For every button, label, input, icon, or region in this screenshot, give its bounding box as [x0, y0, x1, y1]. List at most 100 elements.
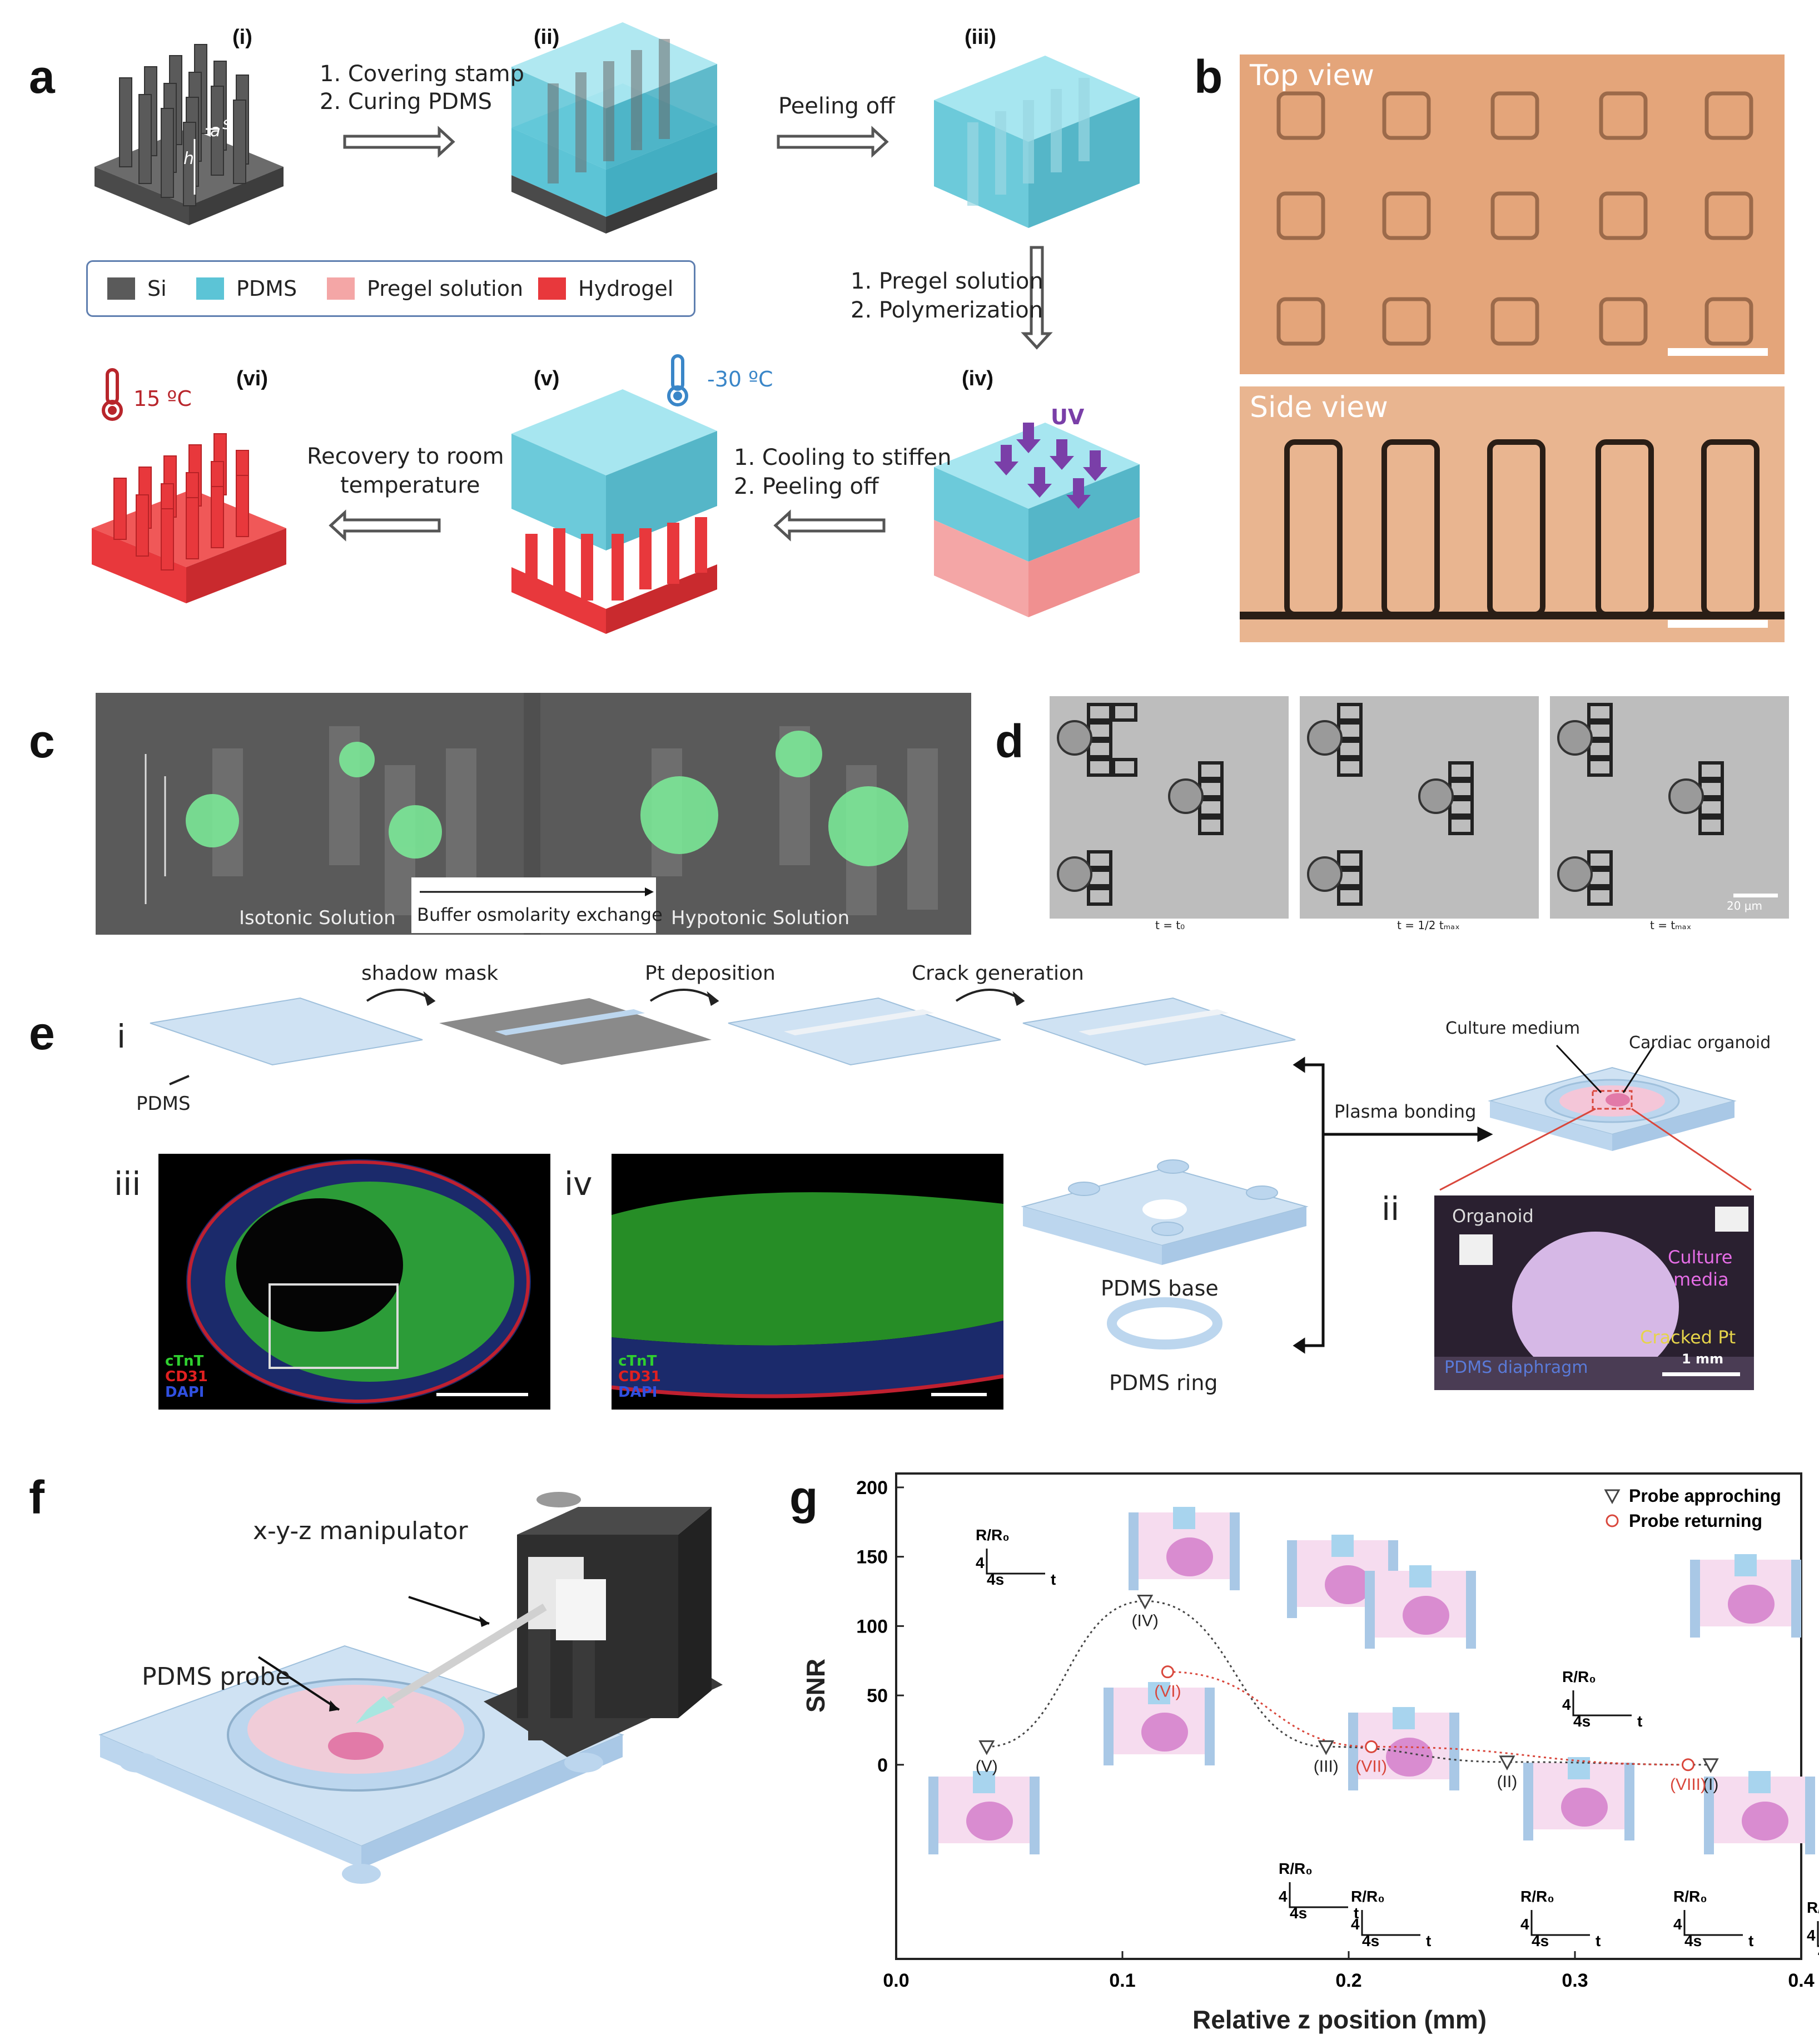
organoid-blob [1325, 1565, 1371, 1604]
panel-label-b: b [1194, 51, 1223, 103]
well-wall-left [928, 1777, 938, 1854]
stain-label-dapi: DAPI [165, 1384, 205, 1401]
fit-curve-1 [1167, 1671, 1688, 1766]
arrow2-text: Peeling off [778, 93, 895, 119]
inset-scale-y-label: 4 [976, 1554, 985, 1571]
legend-item-pregel: Pregel solution [327, 276, 523, 301]
data-point-returning [1682, 1758, 1694, 1772]
shadow-mask-label: shadow mask [361, 962, 499, 985]
step-iv-label: (iv) [962, 367, 993, 390]
pdms-cast-illustration [511, 22, 717, 234]
probe-well-illustration [1104, 1682, 1215, 1765]
photo-culture-label-1: Culture [1668, 1247, 1733, 1268]
legend-label: Probe approching [1629, 1486, 1781, 1506]
inset-axis-y-label: R/R₀ [1279, 1860, 1313, 1877]
step-iii-label: (iii) [965, 26, 996, 49]
inset-scale-y-label: 4 [1351, 1916, 1360, 1933]
y-tick-label: 50 [867, 1685, 888, 1706]
side-view-title: Side view [1250, 391, 1388, 424]
stain-label-ctnt: cTnT [165, 1353, 204, 1370]
inset-axes [1289, 1882, 1348, 1908]
top-view-pillars [1276, 91, 1753, 346]
uv-label: UV [1051, 405, 1085, 429]
well-wall-left [1129, 1512, 1139, 1590]
well-wall-right [1449, 1713, 1459, 1790]
uv-polymerization-illustration [934, 423, 1140, 617]
immunostain-overview-image [186, 1159, 531, 1404]
legend-swatch-pregel [327, 277, 355, 300]
buffer-exchange-arrow [420, 887, 654, 896]
frame2-caption: t = 1/2 tₘₐₓ [1397, 919, 1460, 932]
frame3-caption: t = tₘₐₓ [1650, 919, 1692, 932]
chart-fit-curves [986, 1600, 1711, 1766]
data-point-approaching [1499, 1755, 1515, 1770]
inset-scale-y-label: 4 [1807, 1927, 1816, 1944]
panel-d-timelapse: t = t₀ t = 1/2 tₘₐₓ t = tₘₐₓ 20 μm [1050, 696, 1792, 932]
legend-item-pdms: PDMS [196, 276, 297, 301]
organoid-immunostain-zoom: cTnT CD31 DAPI [611, 1154, 1004, 1410]
panel-label-f: f [29, 1471, 44, 1524]
probe-tip [1148, 1682, 1170, 1704]
inset-scale-y-label: 4 [1562, 1696, 1571, 1713]
arrow3-text-1: 1. Pregel solution [851, 269, 1043, 294]
data-point-approaching [1318, 1740, 1334, 1755]
hydrogel-pillars-illustration [92, 433, 286, 603]
x-tick-label: 0.2 [1335, 1970, 1361, 1991]
frame1-caption: t = t₀ [1155, 919, 1185, 932]
chart-xlabel: Relative z position (mm) [1192, 2005, 1487, 2034]
photo-organoid-label: Organoid [1452, 1205, 1534, 1227]
step-vi-label: (vi) [236, 367, 268, 390]
inset-scale-y-label: 4 [1673, 1916, 1682, 1933]
stain-label-dapi-zoom: DAPI [618, 1384, 658, 1401]
organoid-blob [1742, 1802, 1788, 1840]
pdms-ring-illustration [1107, 1297, 1222, 1350]
inset-axis-y-label: R/R₀ [976, 1526, 1010, 1544]
inset-axis-t-label: t [1426, 1932, 1431, 1949]
data-point-approaching [978, 1740, 995, 1755]
probe-well-illustration [1365, 1565, 1476, 1649]
well-wall-left [1348, 1713, 1358, 1790]
legend-label-si: Si [147, 276, 167, 301]
probe-tip [1409, 1565, 1432, 1587]
top-view-scale-bar [1668, 348, 1768, 356]
peeling-stiffened-illustration [511, 389, 717, 634]
organoid-blob [1728, 1585, 1775, 1624]
isotonic-caption: Isotonic Solution [239, 907, 396, 929]
legend-swatch-pdms [196, 277, 224, 300]
timelapse-scale-label: 20 μm [1727, 899, 1763, 912]
data-point-label: (VII) [1355, 1757, 1387, 1775]
dim-h-label: h [183, 149, 195, 168]
stain-label-cd31: CD31 [165, 1368, 208, 1385]
pdms-film-sequence [150, 997, 1296, 1066]
panel-label-c: c [29, 715, 55, 767]
inset-axis-t-label: t [1748, 1932, 1753, 1949]
inset-axis-t-label: t [1354, 1904, 1359, 1922]
probe-well-illustration [928, 1771, 1040, 1854]
panel-e-schematic [150, 989, 1752, 1354]
well-wall-right [1466, 1571, 1476, 1649]
chart-points [978, 1594, 1719, 1773]
photo-culture-label-2: media [1673, 1269, 1729, 1290]
inset-axis-y-label: R/R₀ [1673, 1888, 1707, 1905]
manipulator-label: x-y-z manipulator [253, 1517, 468, 1545]
immunostain-zoom-image [611, 1192, 1004, 1398]
data-point-label: (II) [1497, 1773, 1518, 1791]
probe-tip [1393, 1707, 1415, 1729]
arrow3-text-2: 2. Polymerization [851, 297, 1043, 323]
organoid-blob [966, 1802, 1013, 1840]
x-tick-label: 0.3 [1562, 1970, 1588, 1991]
plasma-bonding-label: Plasma bonding [1334, 1101, 1477, 1122]
dim-a-label: a [210, 121, 221, 141]
arrow1-text-1: 1. Covering stamp [320, 61, 524, 87]
organoid-blob [1386, 1738, 1433, 1777]
probe-tip [1734, 1554, 1757, 1576]
organoid-blob [1141, 1713, 1188, 1752]
data-point-approaching [1702, 1758, 1719, 1773]
inset-axis-y-label: R/R₀ [1807, 1899, 1819, 1916]
stain-label-cd31-zoom: CD31 [618, 1368, 661, 1385]
well-wall-left [1365, 1571, 1375, 1649]
crack-generation-label: Crack generation [912, 962, 1084, 985]
